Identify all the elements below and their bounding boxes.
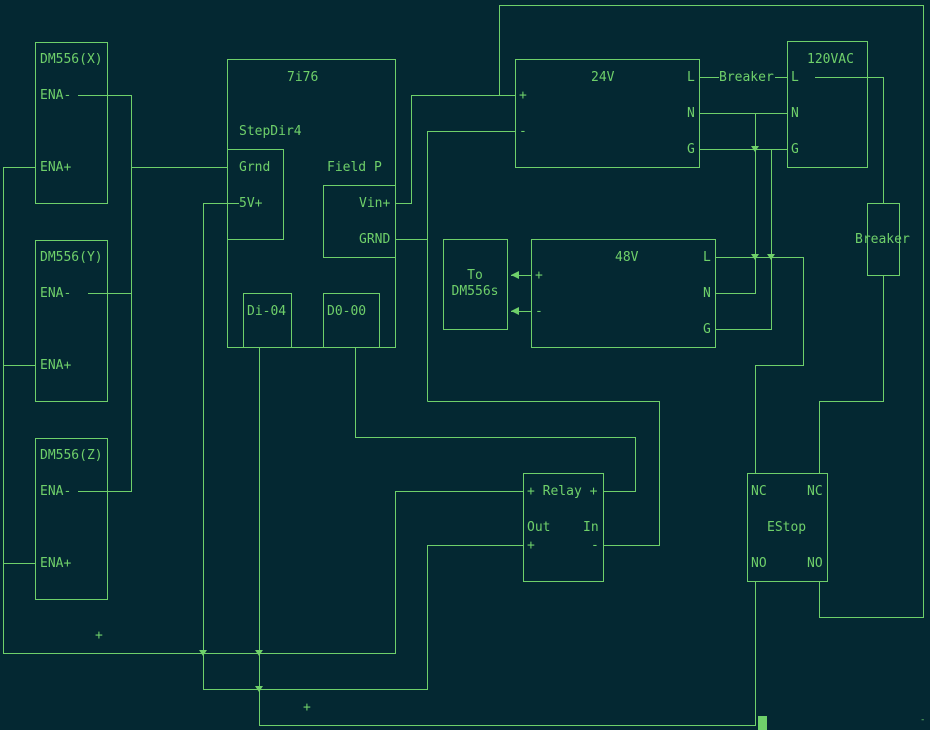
dm556-y-ena-plus: ENA+ — [40, 358, 72, 373]
dm556-y-ena-minus: ENA- — [40, 286, 72, 301]
dm556-x-box — [35, 42, 108, 204]
to-dm556s-label: To DM556s — [451, 268, 499, 299]
breaker-24v-label: Breaker — [719, 70, 774, 85]
5v-plus-label: 5V+ — [239, 196, 263, 211]
dm556-z-ena-minus: ENA- — [40, 484, 72, 499]
wire-mains-l-to-breaker — [815, 77, 884, 203]
relay-in-minus: - — [591, 538, 599, 553]
do-box — [323, 293, 380, 348]
junction-48v-l-a — [751, 254, 759, 260]
estop-box — [747, 473, 828, 582]
vin-plus-label: Vin+ — [359, 196, 391, 211]
wire-g-to-48v — [715, 149, 772, 330]
psu-48v-l: L — [703, 250, 711, 265]
dm556-x-ena-plus: ENA+ — [40, 160, 72, 175]
psu-48v-minus: - — [535, 304, 543, 319]
wire-di-to-estop — [259, 347, 756, 726]
di-04-label: Di-04 — [247, 304, 287, 319]
dm556-x-ena-minus: ENA- — [40, 88, 72, 103]
wire-breaker-to-estop — [819, 275, 884, 473]
relay-out-plus: + — [527, 538, 535, 553]
psu-48v-title: 48V — [615, 250, 639, 265]
dm556-x-title: DM556(X) — [40, 52, 103, 67]
terminal-cursor — [758, 716, 767, 730]
junction-5v-bus — [199, 650, 207, 656]
relay-in-label: In — [583, 520, 599, 535]
corner-minus-mark: - — [920, 715, 926, 725]
dm556-z-ena-plus: ENA+ — [40, 556, 72, 571]
wire-24v-minus — [427, 131, 515, 402]
grnd-caps-label: GRND — [359, 232, 391, 247]
di-box — [243, 293, 292, 348]
mains-120vac-title: 120VAC — [807, 52, 854, 67]
mains-g: G — [791, 142, 799, 157]
wire-vin-to-24v-plus — [395, 95, 515, 204]
board-7i76-title: 7i76 — [287, 70, 319, 85]
wire-5v-to-relay-out — [203, 203, 523, 690]
mains-box — [787, 41, 868, 168]
relay-out-label: Out — [527, 520, 551, 535]
psu-24v-minus: - — [519, 124, 527, 139]
field-p-label: Field P — [327, 160, 382, 175]
wire-grnd-to-relay-in — [427, 401, 660, 546]
dm556-z-title: DM556(Z) — [40, 448, 103, 463]
do-00-label: D0-00 — [327, 304, 367, 319]
estop-nc-left: NC — [751, 484, 767, 499]
psu-48v-plus: + — [535, 268, 543, 283]
psu-24v-g: G — [687, 142, 695, 157]
field-p-box — [323, 185, 396, 258]
psu-48v-n: N — [703, 286, 711, 301]
stepdir4-box — [227, 149, 284, 240]
bus-plus-mark: + — [95, 628, 103, 643]
estop-no-left: NO — [751, 556, 767, 571]
grnd-label: Grnd — [239, 160, 271, 175]
wire-n-to-48v — [715, 113, 756, 294]
bottom-plus-mark: + — [303, 700, 311, 715]
wire-24v-plus-loop — [499, 5, 924, 618]
arrow-48v-plus — [511, 271, 519, 279]
relay-box — [523, 473, 604, 582]
stepdir4-label: StepDir4 — [239, 124, 302, 139]
junction-di-bus — [255, 650, 263, 656]
psu-24v-n: N — [687, 106, 695, 121]
breaker-label: Breaker — [855, 232, 910, 247]
psu-24v-title: 24V — [591, 70, 615, 85]
junction-48v-l-b — [767, 254, 775, 260]
dm556-y-box — [35, 240, 108, 402]
wire-ena-plus-bus — [3, 167, 523, 654]
psu-24v-l: L — [687, 70, 695, 85]
psu-48v-g: G — [703, 322, 711, 337]
psu-24v-plus: + — [519, 88, 527, 103]
mains-l: L — [791, 70, 799, 85]
wire-do-to-relay — [355, 347, 636, 492]
estop-no-right: NO — [807, 556, 823, 571]
arrow-48v-minus — [511, 307, 519, 315]
junction-di-5v — [255, 686, 263, 692]
dm556-y-title: DM556(Y) — [40, 250, 103, 265]
mains-n: N — [791, 106, 799, 121]
estop-title: EStop — [767, 520, 807, 535]
wire-48v-l-to-estop — [715, 257, 804, 473]
to-dm556s-box — [443, 239, 508, 330]
estop-nc-right: NC — [807, 484, 823, 499]
dm556-z-box — [35, 438, 108, 600]
relay-title: + Relay + — [527, 484, 598, 499]
junction-24v-g — [751, 146, 759, 152]
